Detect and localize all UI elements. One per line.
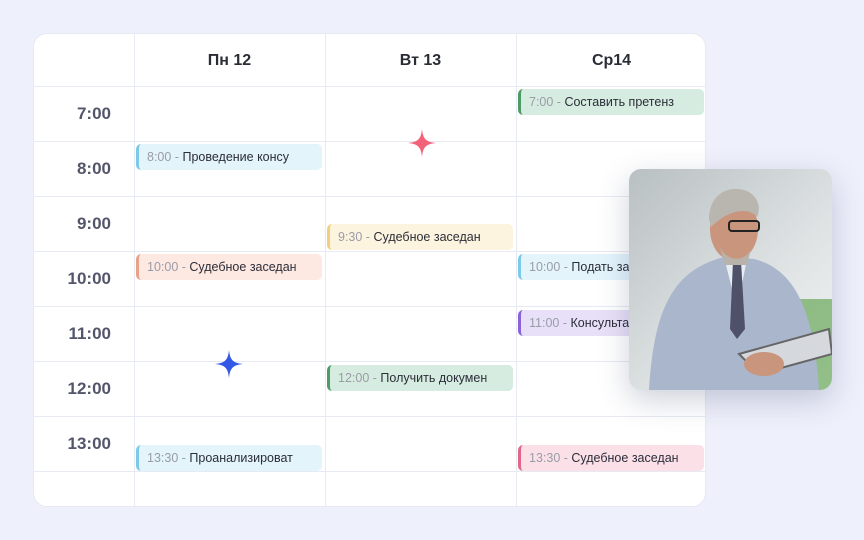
event-card[interactable]: 9:30 - Судебное заседан	[327, 224, 513, 250]
time-label: 12:00	[67, 379, 111, 398]
event-title: Составить претенз	[564, 95, 674, 109]
event-time: 13:30 -	[147, 451, 186, 465]
sparkle-icon	[215, 350, 243, 378]
event-time: 13:30 -	[529, 451, 568, 465]
event-time: 7:00 -	[529, 95, 561, 109]
event-card[interactable]: 13:30 - Проанализироват	[136, 445, 322, 471]
time-label: 8:00	[76, 159, 111, 178]
event-card[interactable]: 7:00 - Составить претенз	[518, 89, 704, 115]
event-card[interactable]: 8:00 - Проведение консу	[136, 144, 322, 170]
event-time: 11:00 -	[529, 316, 567, 330]
event-title: Судебное заседан	[571, 451, 679, 465]
event-title: Судебное заседан	[189, 260, 297, 274]
event-card[interactable]: 13:30 - Судебное заседан	[518, 445, 704, 471]
event-card[interactable]: 10:00 - Судебное заседан	[136, 254, 322, 280]
day-header-mon[interactable]: Пн 12	[207, 52, 252, 69]
lawyer-photo	[629, 169, 832, 390]
event-time: 9:30 -	[338, 230, 370, 244]
event-title: Проанализироват	[189, 451, 293, 465]
sparkle-icon	[408, 129, 436, 157]
event-time: 10:00 -	[147, 260, 186, 274]
time-label: 13:00	[67, 434, 111, 453]
time-label: 9:00	[76, 214, 111, 233]
day-header-wed[interactable]: Ср14	[591, 52, 632, 69]
event-title: Проведение консу	[182, 150, 290, 164]
event-time: 10:00 -	[529, 260, 568, 274]
time-label: 10:00	[67, 269, 111, 288]
event-title: Получить докумен	[380, 371, 488, 385]
day-header-tue[interactable]: Вт 13	[399, 52, 442, 69]
time-label: 11:00	[68, 324, 111, 343]
calendar-week-view: Пн 12 Вт 13 Ср14 7:00 8:00 9:00 10:00 11…	[33, 33, 706, 507]
event-card[interactable]: 12:00 - Получить докумен	[327, 365, 513, 391]
event-time: 12:00 -	[338, 371, 377, 385]
time-label: 7:00	[76, 104, 111, 123]
event-title: Судебное заседан	[373, 230, 481, 244]
event-time: 8:00 -	[147, 150, 179, 164]
